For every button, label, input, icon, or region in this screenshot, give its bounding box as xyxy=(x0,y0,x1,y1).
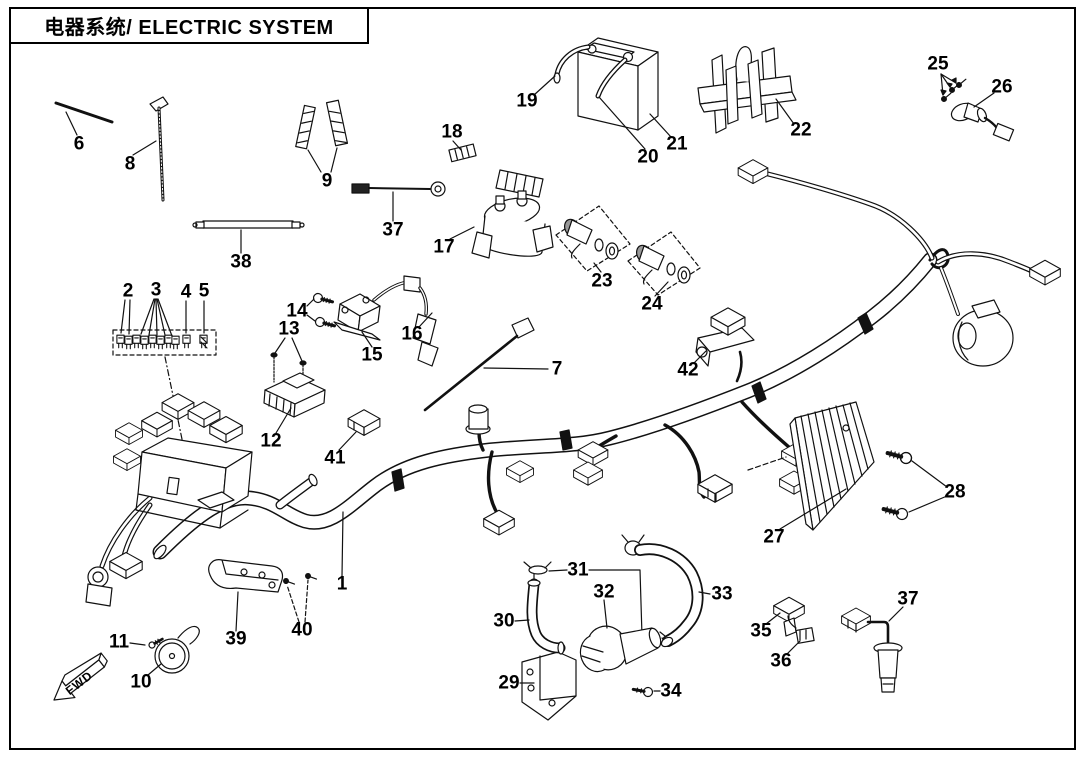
part-callout-20: 20 xyxy=(637,146,659,168)
part-7-cable-tie xyxy=(423,317,549,412)
part-14-bolts xyxy=(306,292,336,328)
part-6-rod xyxy=(54,101,114,136)
part-callout-11: 11 xyxy=(108,631,130,653)
part-callout-22: 22 xyxy=(790,119,812,141)
part-37-jumper-wire xyxy=(351,181,446,222)
part-callout-30: 30 xyxy=(493,610,515,632)
part-37-sensor xyxy=(841,606,904,693)
part-30-hose xyxy=(514,569,566,655)
part-callout-6: 6 xyxy=(73,133,85,155)
part-callout-3: 3 xyxy=(150,279,162,301)
part-callout-32: 32 xyxy=(593,581,615,603)
part-callout-9: 9 xyxy=(321,170,333,192)
part-callout-12: 12 xyxy=(260,430,282,452)
part-18-clip xyxy=(448,140,477,163)
part-callout-25: 25 xyxy=(927,53,949,75)
part-38-rod xyxy=(192,220,305,254)
part-callout-31: 31 xyxy=(567,559,589,581)
part-25-screws xyxy=(940,73,967,103)
part-callout-4: 4 xyxy=(180,281,192,303)
page-title: 电器系统/ ELECTRIC SYSTEM xyxy=(44,17,334,39)
part-callout-37: 37 xyxy=(382,219,404,241)
part-callout-40: 40 xyxy=(291,619,313,641)
part-callout-1: 1 xyxy=(336,573,348,595)
part-callout-23: 23 xyxy=(591,270,613,292)
part-8-cable-tie xyxy=(132,96,169,202)
part-13-screws xyxy=(270,337,307,391)
part-24-kit xyxy=(627,231,701,297)
part-34-bolt xyxy=(631,686,661,698)
part-42-relay xyxy=(693,307,755,383)
part-callout-8: 8 xyxy=(124,153,136,175)
part-callout-41: 41 xyxy=(324,447,346,469)
part-20-battery-cable xyxy=(595,51,646,150)
part-11-bolt xyxy=(129,637,164,649)
title-box: 电器系统/ ELECTRIC SYSTEM xyxy=(9,7,369,44)
fwd-arrow xyxy=(53,652,108,701)
part-callout-14: 14 xyxy=(286,300,308,322)
part-15-ignition-coil xyxy=(333,293,381,348)
part-callout-18: 18 xyxy=(441,121,463,143)
part-callout-36: 36 xyxy=(770,650,792,672)
part-callout-38: 38 xyxy=(230,251,252,273)
part-16-spark-plug-wire xyxy=(372,275,439,367)
part-callout-21: 21 xyxy=(666,133,688,155)
page-border xyxy=(9,7,1076,750)
part-17-starter-relay xyxy=(449,169,554,259)
part-40-screws xyxy=(282,572,318,623)
part-callout-13: 13 xyxy=(278,318,300,340)
part-callout-35: 35 xyxy=(750,620,772,642)
part-10-horn xyxy=(147,625,200,676)
part-callout-10: 10 xyxy=(130,671,152,693)
part-callout-19: 19 xyxy=(516,90,538,112)
part-41-connector xyxy=(338,409,381,451)
part-callout-5: 5 xyxy=(198,280,210,302)
fuse-box xyxy=(113,393,253,529)
part-callout-15: 15 xyxy=(361,344,383,366)
part-callout-16: 16 xyxy=(401,323,423,345)
part-callout-7: 7 xyxy=(551,358,563,380)
part-callout-39: 39 xyxy=(225,628,247,650)
part-callout-37: 37 xyxy=(897,588,919,610)
part-callout-24: 24 xyxy=(641,293,663,315)
part-2-5-fuses xyxy=(112,298,217,445)
part-callout-2: 2 xyxy=(122,280,134,302)
part-22-battery-holder xyxy=(697,46,797,134)
part-callout-42: 42 xyxy=(677,359,699,381)
part-callout-29: 29 xyxy=(498,672,520,694)
part-callout-28: 28 xyxy=(944,481,966,503)
part-9-sleeves xyxy=(295,99,349,173)
part-26-sensor xyxy=(950,92,1015,142)
part-12-ecu xyxy=(263,372,326,434)
part-33-hose xyxy=(634,543,711,648)
part-28-bolts xyxy=(881,450,948,521)
part-callout-26: 26 xyxy=(991,76,1013,98)
part-19-battery-cable xyxy=(533,44,597,96)
part-callout-17: 17 xyxy=(433,236,455,258)
part-callout-34: 34 xyxy=(660,680,682,702)
part-callout-33: 33 xyxy=(711,583,733,605)
part-callout-27: 27 xyxy=(763,526,785,548)
part-39-bracket xyxy=(208,559,284,632)
part-1-main-harness xyxy=(85,159,1061,607)
part-27-regulator xyxy=(747,401,875,531)
part-36-connector xyxy=(786,615,815,655)
part-23-kit xyxy=(555,205,631,273)
